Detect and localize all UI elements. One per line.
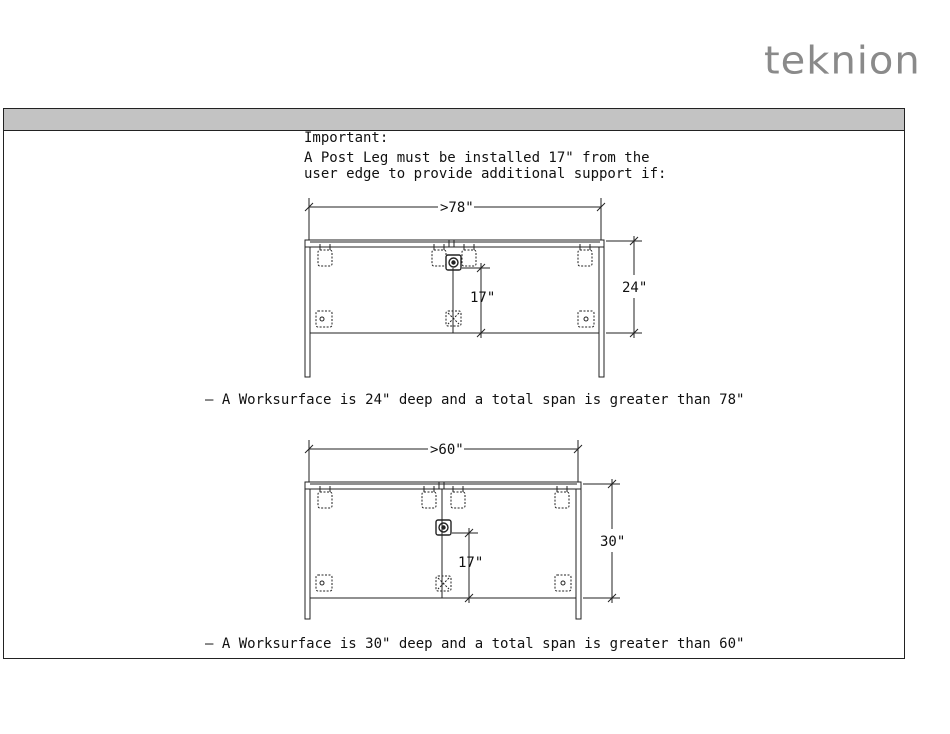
diagram-2: >60" — [305, 440, 625, 619]
offset-label-1: 17" — [470, 290, 495, 306]
bracket-icon — [578, 311, 594, 327]
post-leg-icon — [446, 255, 461, 270]
caption-1: – A Worksurface is 24" deep and a total … — [205, 392, 744, 408]
depth-label-2: 30" — [600, 534, 625, 550]
bracket-icon — [316, 575, 332, 591]
bracket-icon — [316, 311, 332, 327]
worksurface-2 — [305, 482, 581, 619]
bracket-icon — [555, 575, 571, 591]
span-label-1: >78" — [440, 200, 474, 216]
offset-label-2: 17" — [458, 555, 483, 571]
post-leg-icon — [436, 520, 451, 535]
depth-label-1: 24" — [622, 280, 647, 296]
diagram-1: >78" — [305, 198, 647, 377]
post-leg-position-icon — [436, 576, 451, 591]
caption-2: – A Worksurface is 30" deep and a total … — [205, 636, 744, 652]
span-label-2: >60" — [430, 442, 464, 458]
